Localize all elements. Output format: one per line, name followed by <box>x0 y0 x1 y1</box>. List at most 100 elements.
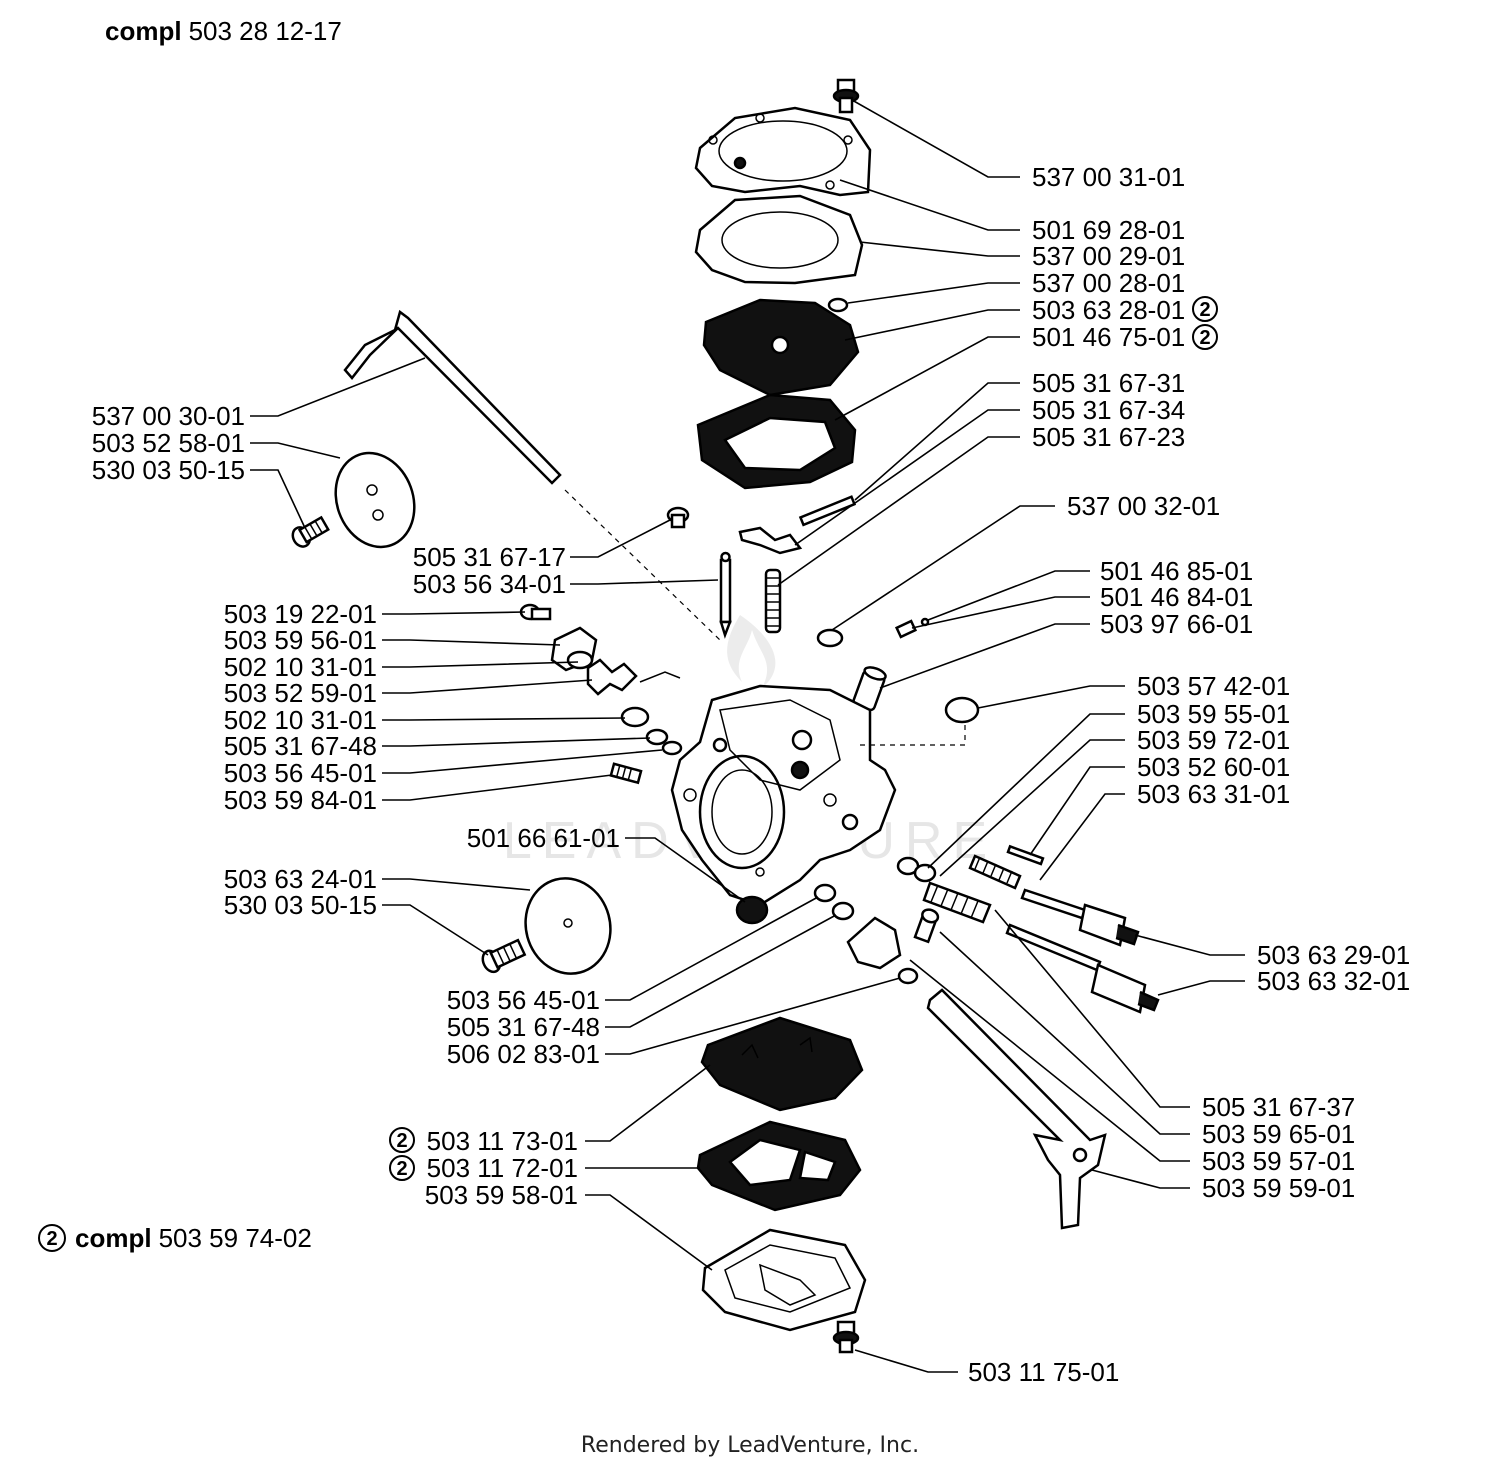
kit-marker: 2 <box>1199 299 1210 321</box>
part-label: 503 11 73-01 <box>427 1126 578 1156</box>
part-label: 503 52 59-01 <box>224 678 377 708</box>
cap-plug-part <box>944 696 980 724</box>
part-label: 537 00 28-01 <box>1032 268 1185 298</box>
part-label: 502 10 31-01 <box>224 652 377 682</box>
part-label: 501 46 85-01 <box>1100 556 1253 586</box>
metering-cover-part <box>701 1228 867 1332</box>
part-label: 503 11 75-01 <box>968 1357 1119 1387</box>
metering-diaphragm-part <box>700 1016 864 1112</box>
part-label: 503 56 45-01 <box>224 758 377 788</box>
part-label: 505 31 67-48 <box>224 731 377 761</box>
throttle-arm-screw-part <box>913 908 940 944</box>
throttle-arm-part <box>846 916 902 970</box>
part-label: 502 10 31-01 <box>224 705 377 735</box>
choke-shaft-part <box>343 309 562 485</box>
part-label: 503 59 84-01 <box>224 785 377 815</box>
parts-drawing <box>291 78 1160 1354</box>
part-label: 503 19 22-01 <box>224 599 377 629</box>
part-label: 503 59 72-01 <box>1137 725 1290 755</box>
welch-plug-part <box>816 628 844 648</box>
part-label: 503 97 66-01 <box>1100 609 1253 639</box>
throttle-screw-part <box>481 938 527 974</box>
high-speed-needle-part <box>1020 888 1140 947</box>
header-prefix: compl <box>105 16 182 46</box>
needle-spring-upper-part <box>968 854 1022 890</box>
o-ring-part <box>827 297 849 313</box>
choke-screw-part <box>291 515 330 548</box>
pin-right-part <box>1006 844 1045 866</box>
gasket-part <box>694 194 864 285</box>
choke-valve-part <box>334 451 416 549</box>
part-label: 503 63 29-01 <box>1257 940 1410 970</box>
part-label: 537 00 32-01 <box>1067 491 1220 521</box>
part-label: 503 52 58-01 <box>92 428 245 458</box>
lever-pin-part <box>798 495 857 527</box>
bottom-screw-part <box>832 1320 860 1354</box>
kit-note-marker: 2 <box>46 1228 57 1250</box>
part-label: 503 56 45-01 <box>447 985 600 1015</box>
inlet-needle-part <box>719 551 732 639</box>
kit-marker-circle <box>389 1127 415 1153</box>
part-label: 506 02 83-01 <box>447 1039 600 1069</box>
part-label: 503 63 24-01 <box>224 864 377 894</box>
screen-part <box>894 619 918 639</box>
part-label: 503 57 42-01 <box>1137 671 1290 701</box>
part-label: 503 59 58-01 <box>425 1180 578 1210</box>
part-label: 530 03 50-15 <box>224 890 377 920</box>
kit-note-prefix: compl <box>75 1223 152 1253</box>
part-label: 503 59 65-01 <box>1202 1119 1355 1149</box>
carburetor-body-part <box>670 684 897 907</box>
inlet-lever-part <box>738 526 803 555</box>
part-label: 503 63 32-01 <box>1257 966 1410 996</box>
top-screw-part <box>832 78 860 114</box>
metering-spring-part <box>764 568 782 634</box>
part-label: 503 63 28-01 <box>1032 295 1185 325</box>
part-label: 501 46 84-01 <box>1100 582 1253 612</box>
nut-part <box>735 895 769 925</box>
part-label: 501 46 75-01 <box>1032 322 1185 352</box>
part-label: 505 31 67-48 <box>447 1012 600 1042</box>
kit-marker: 2 <box>396 1158 407 1180</box>
small-screw-part <box>666 506 690 529</box>
kit-marker-circle <box>1192 296 1218 322</box>
kit-marker: 2 <box>1199 327 1210 349</box>
part-label: 503 63 31-01 <box>1137 779 1290 809</box>
kit-marker-circle <box>1192 324 1218 350</box>
kit-markers: 2 2 2 2 <box>389 296 1218 1181</box>
part-labels: 537 00 31-01 501 69 28-01 537 00 29-01 5… <box>92 162 1411 1387</box>
part-label: 503 59 59-01 <box>1202 1173 1355 1203</box>
throttle-valve-part <box>524 877 612 975</box>
idle-adjust-parts <box>519 603 683 785</box>
part-label: 503 59 57-01 <box>1202 1146 1355 1176</box>
part-label: 501 69 28-01 <box>1032 215 1185 245</box>
part-label: 503 11 72-01 <box>427 1153 578 1183</box>
part-label: 503 59 55-01 <box>1137 699 1290 729</box>
watermark-flame-icon <box>727 615 776 688</box>
part-label: 505 31 67-37 <box>1202 1092 1355 1122</box>
o-ring-right-part-2 <box>913 863 937 883</box>
part-label: 537 00 29-01 <box>1032 241 1185 271</box>
part-label: 503 56 34-01 <box>413 569 566 599</box>
part-label: 537 00 31-01 <box>1032 162 1185 192</box>
part-label: 505 31 67-17 <box>413 542 566 572</box>
kit-marker-circle <box>38 1224 66 1252</box>
leader-lines <box>250 99 1245 1373</box>
kit-marker-circle <box>389 1155 415 1181</box>
washer-part <box>813 883 837 903</box>
part-label: 501 66 61-01 <box>467 823 620 853</box>
part-label: 503 52 60-01 <box>1137 752 1290 782</box>
throttle-shaft-part <box>926 988 1107 1230</box>
part-label: 505 31 67-31 <box>1032 368 1185 398</box>
needle-spring-lower-part <box>922 881 992 924</box>
part-label: 530 03 50-15 <box>92 455 245 485</box>
part-label: 505 31 67-34 <box>1032 395 1185 425</box>
washer-part-3 <box>897 967 919 985</box>
part-label: 503 59 56-01 <box>224 625 377 655</box>
kit-marker: 2 <box>396 1130 407 1152</box>
kit-note-number: 503 59 74-02 <box>159 1223 312 1253</box>
washer-part-2 <box>831 901 855 921</box>
